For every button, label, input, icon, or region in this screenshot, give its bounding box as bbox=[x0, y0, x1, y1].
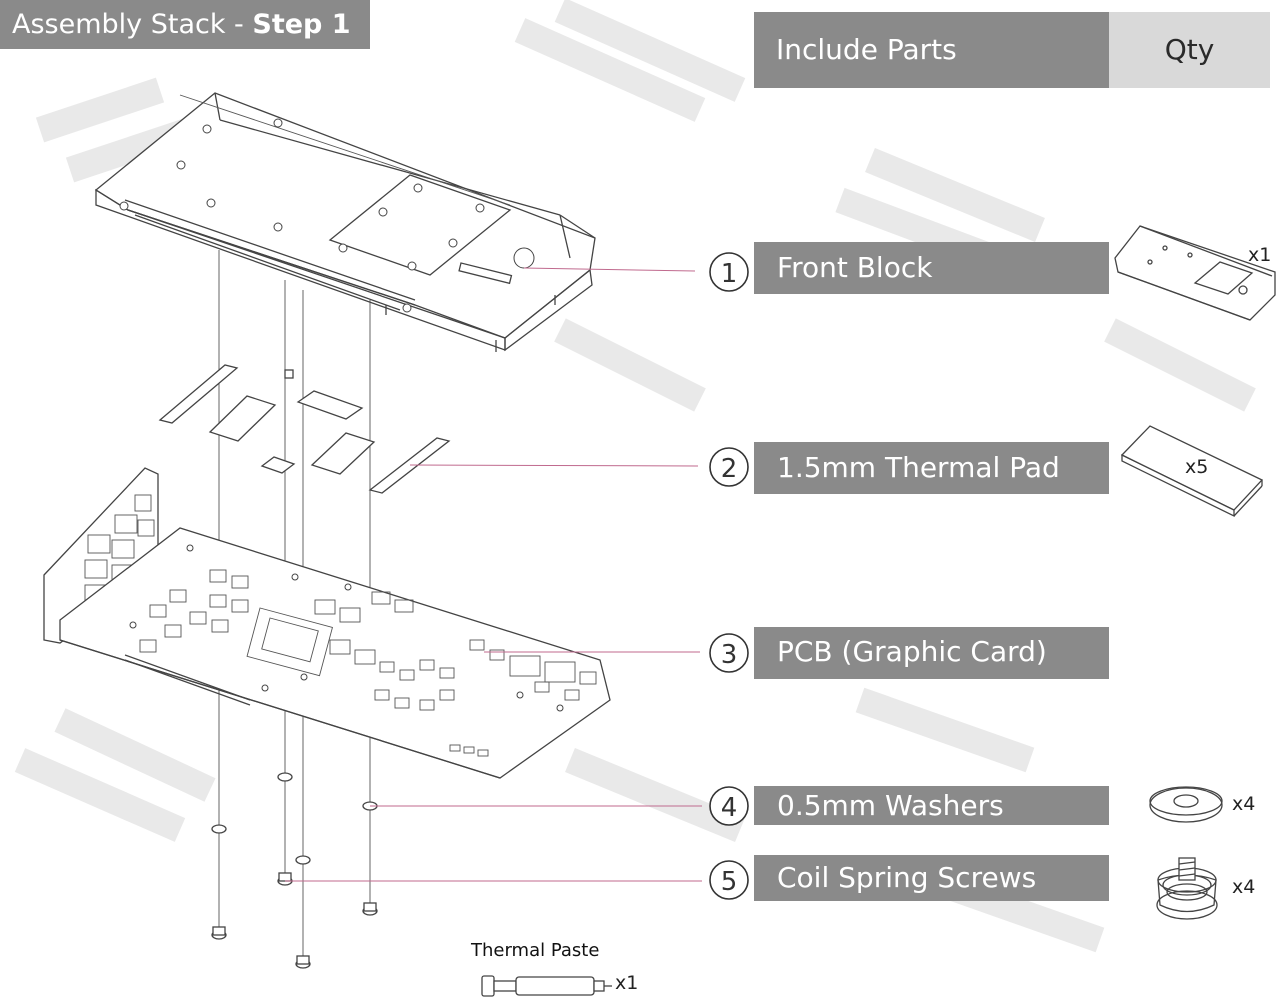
callout-number-3: 3 bbox=[709, 633, 749, 673]
thermal-pads-drawing bbox=[158, 364, 451, 494]
callout-number-3-text: 3 bbox=[721, 640, 738, 670]
callout-number-1: 1 bbox=[709, 252, 749, 292]
part-label-thermal-pad: 1.5mm Thermal Pad bbox=[754, 442, 1109, 494]
page-title-step: Step 1 bbox=[252, 9, 351, 40]
leader-lines bbox=[285, 267, 702, 882]
part-label-screws: Coil Spring Screws bbox=[754, 855, 1109, 901]
part-label-pcb: PCB (Graphic Card) bbox=[754, 627, 1109, 679]
callout-number-5-text: 5 bbox=[721, 867, 738, 897]
coil-spring-screw-thumbnail bbox=[1156, 857, 1218, 920]
include-parts-header: Include Parts bbox=[754, 12, 1109, 88]
callout-number-4-text: 4 bbox=[721, 793, 738, 823]
thermal-paste-label: Thermal Paste bbox=[471, 940, 600, 961]
callout-number-2-text: 2 bbox=[721, 454, 738, 484]
pcb-drawing bbox=[43, 467, 611, 779]
part-label-front-block: Front Block bbox=[754, 242, 1109, 294]
qty-screws: x4 bbox=[1232, 876, 1256, 898]
qty-thermal-pad: x5 bbox=[1185, 456, 1209, 478]
front-block-thumbnail bbox=[1114, 225, 1276, 321]
page-title-prefix: Assembly Stack - bbox=[12, 9, 253, 40]
front-block-drawing bbox=[94, 92, 596, 352]
thermal-paste-syringe-drawing bbox=[481, 975, 612, 997]
qty-washers: x4 bbox=[1232, 793, 1256, 815]
qty-front-block: x1 bbox=[1248, 244, 1272, 266]
thermal-paste-qty: x1 bbox=[615, 972, 639, 994]
screws-drawing bbox=[211, 872, 378, 969]
callout-number-2: 2 bbox=[709, 447, 749, 487]
qty-header: Qty bbox=[1109, 12, 1270, 88]
part-label-washers: 0.5mm Washers bbox=[754, 786, 1109, 825]
washers-drawing bbox=[211, 772, 378, 865]
thermal-pad-thumbnail bbox=[1120, 425, 1264, 518]
callout-number-4: 4 bbox=[709, 786, 749, 826]
washer-thumbnail bbox=[1149, 786, 1223, 823]
callout-number-5: 5 bbox=[709, 860, 749, 900]
page-title: Assembly Stack - Step 1 bbox=[0, 0, 370, 49]
callout-number-1-text: 1 bbox=[721, 259, 738, 289]
